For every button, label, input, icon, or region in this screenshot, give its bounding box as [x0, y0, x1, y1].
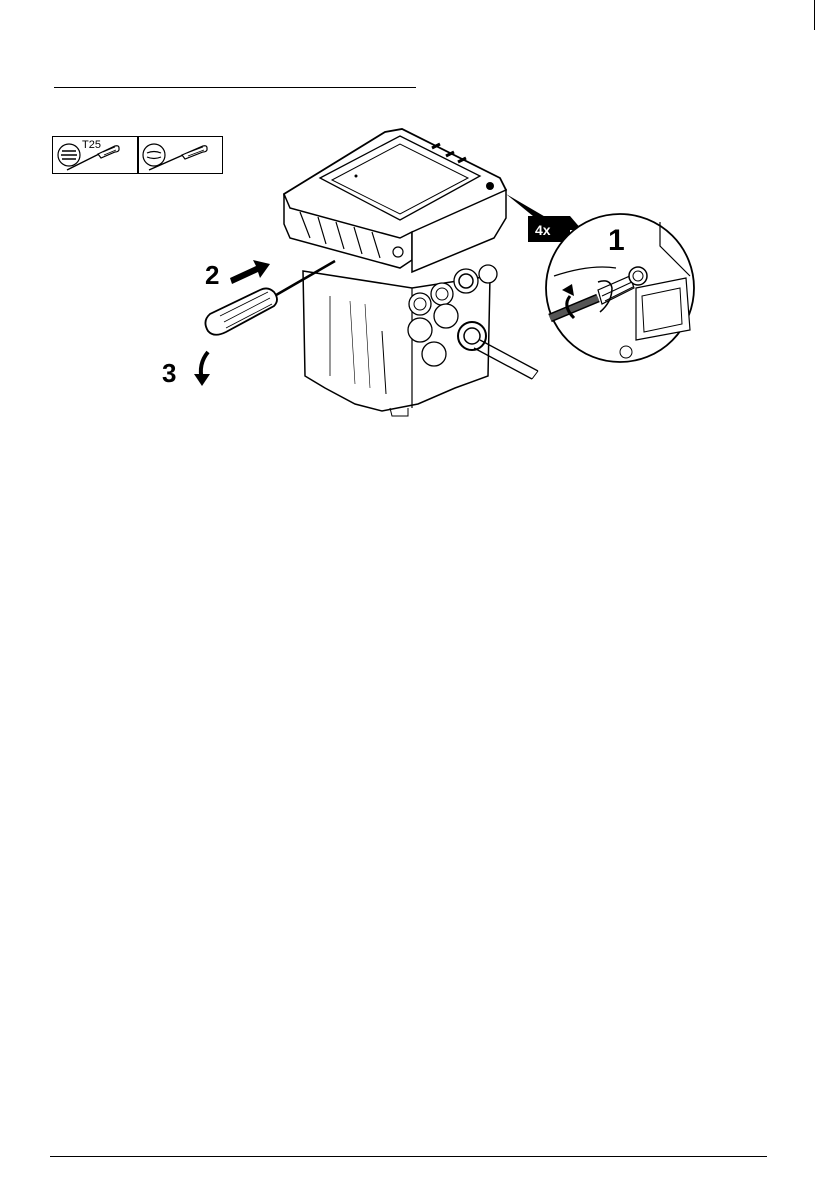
push-arrow: [230, 260, 270, 284]
torx-screwdriver-tool: T25: [53, 137, 137, 173]
step-1-label: 1: [608, 224, 625, 257]
step-2-label: 2: [205, 260, 219, 290]
step-3-label: 3: [162, 358, 176, 388]
controller-cover: [284, 129, 506, 272]
title-rule: [54, 87, 416, 88]
pry-arrow: [194, 352, 210, 386]
repeat-badge-text: 4x: [535, 222, 551, 238]
page-corner-mark: [814, 0, 815, 30]
torx-size-label: T25: [82, 139, 101, 151]
controller-cover-removal-illustration: 2 3 4x 1: [150, 126, 710, 426]
footer-rule: [50, 1156, 767, 1157]
